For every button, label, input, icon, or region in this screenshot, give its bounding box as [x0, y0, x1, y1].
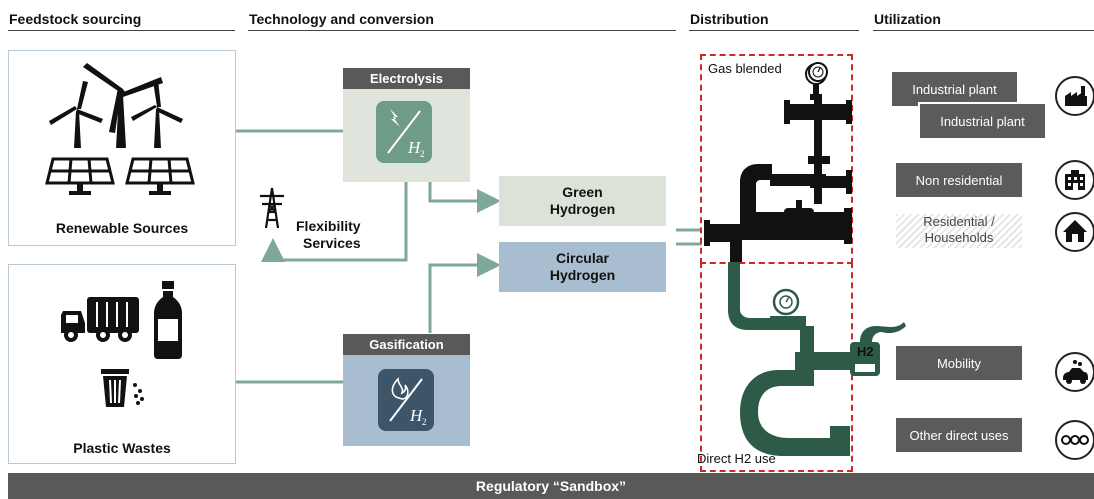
green-hydrogen-line1: Green — [562, 184, 603, 200]
svg-text:H: H — [407, 138, 422, 157]
circular-hydrogen-line2: Hydrogen — [549, 267, 616, 283]
electrolysis-tag: Electrolysis — [343, 68, 470, 89]
residential-line2: Households — [924, 230, 994, 245]
building-icon — [1055, 160, 1094, 200]
direct-h2-label: Direct H2 use — [697, 451, 776, 466]
fuel-pump-icon — [850, 322, 906, 376]
h2-pipe-network — [728, 262, 851, 456]
circular-hydrogen-line1: Circular — [556, 250, 609, 266]
regulatory-sandbox-bar: Regulatory “Sandbox” — [8, 473, 1094, 499]
industrial-plant-2: Industrial plant — [918, 102, 1045, 138]
svg-text:H: H — [409, 406, 424, 425]
gasification-tag: Gasification — [343, 334, 470, 355]
gas-blended-label: Gas blended — [708, 61, 782, 76]
header-rule-distribution — [689, 30, 859, 31]
header-utilization: Utilization — [874, 11, 941, 27]
plastic-wastes-box: Plastic Wastes — [8, 264, 236, 464]
power-tower-icon — [260, 187, 284, 229]
gasification-icon: H 2 — [378, 369, 434, 431]
solar-panel-icon — [45, 157, 195, 195]
industrial-plant-1: Industrial plant — [892, 72, 1017, 106]
residential-line1: Residential / — [923, 214, 995, 229]
header-feedstock: Feedstock sourcing — [9, 11, 142, 27]
gas-pipe-network — [704, 63, 852, 262]
garbage-truck-icon — [61, 297, 139, 342]
wind-turbine-icon — [49, 63, 183, 148]
svg-text:2: 2 — [420, 149, 425, 159]
plastic-wastes-label: Plastic Wastes — [73, 440, 171, 456]
header-distribution: Distribution — [690, 11, 769, 27]
svg-text:2: 2 — [422, 417, 427, 427]
flexibility-label-line2: Services — [303, 235, 361, 251]
h2-pump-label: H2 — [857, 344, 874, 359]
non-residential: Non residential — [896, 163, 1022, 197]
green-hydrogen-line2: Hydrogen — [549, 201, 616, 217]
factory-icon — [1055, 76, 1094, 116]
flexibility-label-line1: Flexibility — [296, 218, 361, 234]
bottle-icon — [154, 281, 182, 359]
other-direct-uses: Other direct uses — [896, 418, 1022, 452]
gauge-icon-black — [808, 62, 828, 82]
house-icon — [1055, 212, 1094, 252]
trash-bin-icon — [101, 369, 144, 407]
mobility: Mobility — [896, 346, 1022, 380]
residential-households: Residential / Households — [896, 214, 1022, 248]
dots-icon — [1055, 420, 1094, 460]
renewable-sources-box: Renewable Sources — [8, 50, 236, 246]
header-rule-utilization — [873, 30, 1094, 31]
electrolysis-icon: H 2 — [376, 101, 432, 163]
header-rule-technology — [248, 30, 676, 31]
car-icon — [1055, 352, 1094, 392]
header-technology: Technology and conversion — [249, 11, 434, 27]
header-rule-feedstock — [8, 30, 235, 31]
renewable-sources-label: Renewable Sources — [55, 220, 189, 236]
